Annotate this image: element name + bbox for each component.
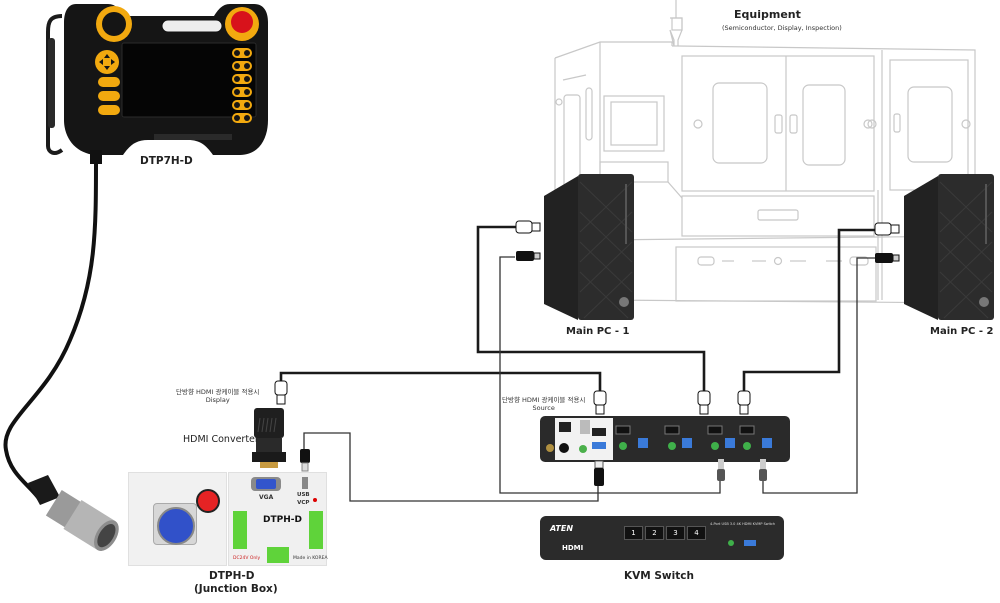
power-warning: DC24V Only [233, 556, 261, 561]
main-pc-2-label: Main PC - 2 [930, 326, 994, 337]
usb-cable-pc1 [499, 256, 721, 494]
pendant-label: DTP7H-D [140, 155, 193, 167]
usb-plug-icon [759, 459, 767, 481]
kvm-switch-front: ATEN HDMI 1 2 3 4 4-Port USB 3.0 4K HDMI… [540, 516, 784, 560]
junction-box-front [128, 472, 227, 566]
junction-box-panel: VGA USB VCP DTPH-D DC24V Only Made in KO… [228, 472, 328, 566]
aten-logo: ATEN [550, 524, 574, 533]
hdmi-plug-icon [697, 390, 711, 415]
main-pc-1-label: Main PC - 1 [566, 326, 630, 337]
usb-plug-icon [717, 459, 725, 481]
main-pc-2-connectors [874, 222, 900, 263]
terminal-block-power [267, 547, 289, 563]
audio-port-icon [728, 540, 734, 546]
pendant-cable [3, 159, 98, 502]
circular-connector-icon [157, 507, 195, 545]
usb-cable-vcp [303, 432, 599, 502]
hdmi-cable-display [279, 371, 602, 392]
junction-box-label: DTPH-D [209, 570, 255, 582]
hdmi-plug-icon [737, 390, 751, 415]
port-button-1[interactable]: 1 [624, 526, 643, 540]
emergency-stop-icon [231, 11, 253, 33]
equipment-title: Equipment [734, 8, 801, 21]
main-pc-2-tower [904, 174, 994, 320]
kvm-model-text: 4-Port USB 3.0 4K HDMI KVMP Switch [710, 522, 776, 526]
emergency-stop-button [196, 489, 220, 513]
hdmi-converter-label: HDMI Converter [183, 434, 259, 445]
usb-port-icon [302, 477, 308, 489]
usb3-port-icon [744, 540, 756, 546]
made-in-label: Made in KOREA [293, 556, 328, 561]
hdmi-converter-device [252, 408, 286, 468]
usb-vcp-label: USB VCP [297, 492, 310, 506]
port-button-2[interactable]: 2 [645, 526, 664, 540]
usb-plug-icon [516, 251, 541, 261]
main-pc-1-connectors [515, 220, 541, 261]
terminal-block-right [309, 511, 323, 549]
hdmi-plug-icon [874, 222, 900, 236]
hdmi-plug-icon [515, 220, 541, 234]
kvm-switch-rear [540, 416, 790, 462]
source-note: 단방향 HDMI 광케이블 적용시 Source [502, 396, 586, 412]
usb-plug-icon [594, 460, 604, 486]
hdmi-plug-icon [593, 390, 607, 415]
junction-box-sublabel: (Junction Box) [194, 583, 278, 595]
vga-label: VGA [259, 494, 274, 501]
usb-plug-icon [875, 253, 900, 263]
led-indicator [313, 498, 317, 502]
hdmi-cable-pc1 [476, 225, 706, 392]
vga-port-icon [256, 479, 276, 489]
hdmi-logo: HDMI [562, 544, 584, 552]
kvm-cpu-ports [615, 425, 772, 450]
pendant-circular-connector [28, 475, 119, 551]
display-note: 단방향 HDMI 광케이블 적용시 Display [176, 388, 260, 404]
port-button-3[interactable]: 3 [666, 526, 685, 540]
terminal-block-left [233, 511, 247, 549]
pendant-device [46, 4, 268, 164]
junction-panel-title: DTPH-D [263, 515, 302, 525]
usb-plug-icon [300, 449, 310, 472]
hdmi-cable-pc2 [742, 228, 877, 392]
port-button-4[interactable]: 4 [687, 526, 706, 540]
kvm-switch-label: KVM Switch [624, 570, 694, 582]
hdmi-plug-icon [274, 380, 288, 405]
main-pc-1-tower [544, 174, 634, 320]
kvm-port-buttons: 1 2 3 4 [624, 526, 706, 540]
equipment-subtitle: (Semiconductor, Display, Inspection) [722, 24, 842, 32]
usb-cable-pc2 [762, 257, 877, 494]
